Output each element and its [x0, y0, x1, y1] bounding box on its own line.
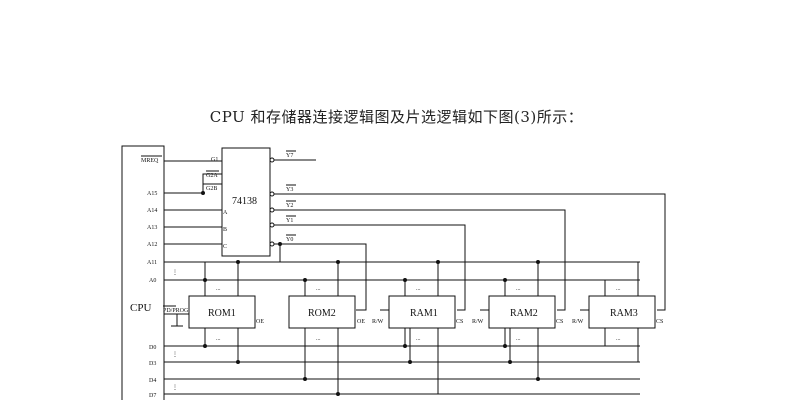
svg-text:CS: CS: [556, 319, 563, 325]
chip-ram2: RAM2 R/W CS: [472, 295, 563, 329]
svg-text:...: ...: [516, 336, 521, 342]
decoder-out-y1: Y1: [286, 218, 293, 224]
decoder-label: 74138: [232, 196, 257, 207]
cpu-pin-a13: A13: [147, 225, 157, 231]
decoder-out-y3: Y3: [286, 187, 293, 193]
figure-caption: CPU 和存储器连接逻辑图及片选逻辑如下图(3)所示：: [209, 108, 584, 126]
svg-text:RAM3: RAM3: [610, 308, 638, 319]
svg-text:...: ...: [216, 286, 221, 292]
cpu-pin-d0: D0: [149, 345, 156, 351]
decoder-in-b: B: [223, 227, 227, 233]
cpu-pin-a11: A11: [147, 260, 157, 266]
decoder-74138: 74138 G1 G2A G2B A B C Y7 Y3 Y2 Y1 Y0: [206, 147, 296, 257]
svg-text:...: ...: [316, 286, 321, 292]
svg-text:OE: OE: [357, 319, 365, 325]
chip-rom1: ROM1 OE: [188, 295, 264, 329]
decoder-in-g2a: G2A: [206, 173, 218, 179]
decoder-out-y2: Y2: [286, 203, 293, 209]
svg-text:R/W: R/W: [572, 319, 584, 325]
address-wires: [164, 159, 666, 311]
cpu-pin-a0: A0: [149, 278, 156, 284]
svg-text:ROM2: ROM2: [308, 308, 336, 319]
svg-text:...: ...: [416, 286, 421, 292]
cpu-pin-d3: D3: [149, 361, 156, 367]
svg-text:...: ...: [216, 336, 221, 342]
svg-text:CS: CS: [656, 319, 663, 325]
svg-text:⋮: ⋮: [172, 352, 178, 358]
address-bus: ⋮ ... ... ... ... ...: [164, 260, 640, 296]
svg-text:ROM1: ROM1: [208, 308, 236, 319]
pd-prog-label: PD/PROG: [163, 308, 189, 314]
svg-text:R/W: R/W: [372, 319, 384, 325]
decoder-out-y7: Y7: [286, 153, 293, 159]
decoder-in-c: C: [223, 244, 227, 250]
svg-text:⋮: ⋮: [172, 385, 178, 391]
cpu-pin-d7: D7: [149, 393, 156, 399]
cpu-label: CPU: [130, 302, 151, 314]
svg-text:RAM1: RAM1: [410, 308, 438, 319]
cpu-block: CPU MREQ A15 A14 A13 A12 A11 A0 D0 D3 D4…: [121, 145, 190, 400]
svg-text:...: ...: [616, 336, 621, 342]
bus-vertical-ellipsis: ⋮: [172, 270, 178, 276]
svg-text:...: ...: [616, 286, 621, 292]
chip-ram1: RAM1 R/W CS: [372, 295, 463, 329]
svg-text:OE: OE: [256, 319, 264, 325]
svg-text:RAM2: RAM2: [510, 308, 538, 319]
svg-text:...: ...: [416, 336, 421, 342]
svg-text:...: ...: [516, 286, 521, 292]
data-bus: ⋮ ⋮ ... ... ... ... ...: [164, 328, 640, 396]
decoder-in-g2b: G2B: [206, 186, 217, 192]
svg-text:...: ...: [316, 336, 321, 342]
cpu-pin-a15: A15: [147, 191, 157, 197]
svg-text:CS: CS: [456, 319, 463, 325]
decoder-in-g1: G1: [211, 157, 218, 163]
chip-rom2: ROM2 OE: [288, 295, 365, 329]
cpu-pin-mreq: MREQ: [141, 158, 159, 164]
svg-text:R/W: R/W: [472, 319, 484, 325]
cpu-pin-a14: A14: [147, 208, 157, 214]
cpu-pin-a12: A12: [147, 242, 157, 248]
chip-ram3: RAM3 R/W CS: [572, 295, 663, 329]
cpu-pin-d4: D4: [149, 378, 156, 384]
decoder-out-y0: Y0: [286, 237, 293, 243]
decoder-in-a: A: [223, 210, 228, 216]
